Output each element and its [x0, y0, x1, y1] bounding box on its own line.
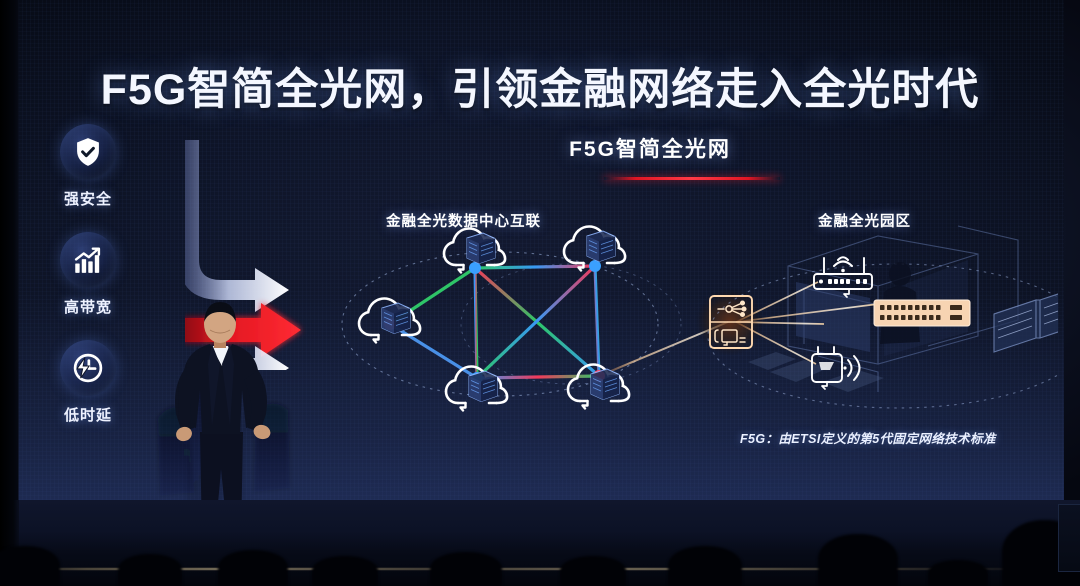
feature-item-security: 强安全: [48, 124, 128, 209]
ethernet-switch-icon: [873, 299, 971, 327]
dc-inner-ring: [460, 263, 682, 385]
stage-edge-lights: [0, 568, 1080, 570]
olt-device-icon: [709, 295, 753, 349]
bar-chart-growth-icon: [74, 247, 101, 273]
ont-wifi-icon: [811, 346, 861, 390]
audience-silhouette: [218, 550, 288, 586]
server-rack-icon: [993, 293, 1058, 353]
footnote-text: F5G：由ETSI定义的第5代固定网络技术标准: [740, 432, 996, 446]
arrow-top-white: [185, 140, 289, 312]
mesh-links: [388, 264, 601, 380]
feature-label: 低时延: [63, 407, 112, 424]
wifi-router-icon: [813, 256, 873, 298]
audience-silhouette: [118, 554, 182, 586]
audience-silhouette: [560, 556, 626, 586]
audience-silhouette: [430, 552, 502, 586]
feature-orb: [60, 340, 116, 396]
feature-orb: [60, 232, 116, 288]
page-title: F5G智简全光网，引领金融网络走入全光时代: [100, 66, 980, 114]
audience-silhouette: [818, 534, 898, 586]
feature-label: 高带宽: [63, 299, 112, 316]
clock-bolt-icon: [73, 353, 103, 383]
cloud-server-icon: [357, 297, 422, 344]
feature-label: 强安全: [63, 191, 112, 208]
audience-silhouette: [312, 556, 378, 586]
dc-boundary-ring: [341, 251, 659, 397]
slide-subtitle: F5G智简全光网: [569, 138, 731, 161]
left-black-pillar: [0, 0, 19, 586]
shield-check-icon: [77, 138, 99, 166]
wifi-waves-icon: [832, 256, 854, 273]
feature-orb: [60, 124, 116, 180]
arrow-middle-red: [185, 303, 301, 357]
side-kiosk: [1058, 504, 1080, 572]
audience-silhouette: [0, 546, 60, 586]
network-topology-diagram: [341, 225, 1058, 412]
subtitle-underline: [604, 177, 780, 180]
section-label-datacenter: 金融全光数据中心互联: [386, 214, 541, 230]
audience-silhouette: [668, 546, 742, 586]
section-label-campus: 金融全光园区: [818, 214, 911, 230]
office-furniture: [748, 352, 884, 392]
feature-item-latency: 低时延: [48, 340, 128, 425]
audience-silhouette: [928, 560, 988, 586]
feature-item-bandwidth: 高带宽: [48, 232, 128, 317]
